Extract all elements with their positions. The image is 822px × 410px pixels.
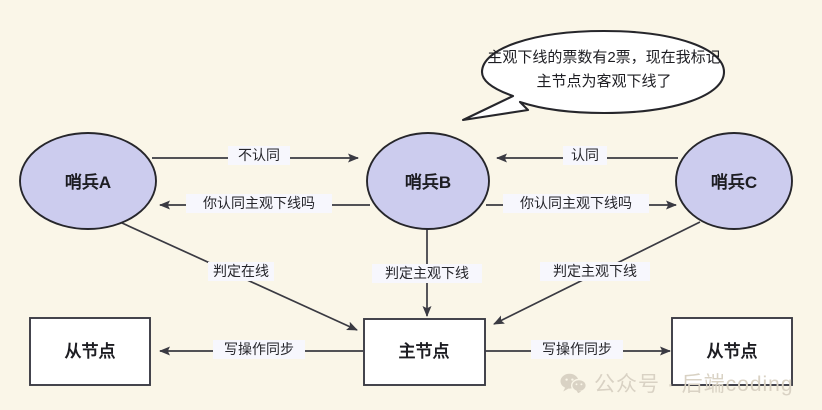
edge-label-c-to-master: 判定主观下线 bbox=[553, 263, 637, 279]
node-label-master: 主节点 bbox=[399, 341, 450, 361]
edge-b-to-c: 你认同主观下线吗 bbox=[486, 194, 677, 213]
node-sentinel-a[interactable]: 哨兵A bbox=[19, 132, 157, 230]
node-replica-right[interactable]: 从节点 bbox=[671, 317, 793, 386]
edge-master-to-replica-right: 写操作同步 bbox=[485, 340, 671, 359]
edge-label-b-to-master: 判定主观下线 bbox=[385, 265, 469, 281]
node-sentinel-b[interactable]: 哨兵B bbox=[366, 132, 490, 230]
edge-label-halo bbox=[213, 340, 305, 359]
node-label-sentinel-a: 哨兵A bbox=[65, 172, 111, 192]
edge-c-to-b: 认同 bbox=[496, 146, 678, 165]
node-label-sentinel-c: 哨兵C bbox=[711, 172, 757, 192]
edge-label-halo bbox=[503, 194, 649, 213]
node-label-sentinel-b: 哨兵B bbox=[405, 172, 451, 192]
edge-label-master-to-replica-left: 写操作同步 bbox=[224, 341, 294, 357]
node-label-replica-left: 从节点 bbox=[65, 341, 116, 361]
speech-bubble-line-1: 主观下线的票数有2票，现在我标记 bbox=[487, 49, 720, 66]
node-label-replica-right: 从节点 bbox=[707, 341, 758, 361]
edge-a-to-master: 判定在线 bbox=[121, 222, 358, 331]
node-master[interactable]: 主节点 bbox=[363, 318, 486, 386]
edge-label-halo bbox=[563, 146, 607, 165]
edge-master-to-replica-left: 写操作同步 bbox=[159, 340, 363, 359]
edge-a-to-b: 不认同 bbox=[152, 146, 359, 165]
speech-bubble: 主观下线的票数有2票，现在我标记 主节点为客观下线了 bbox=[461, 29, 726, 122]
edge-label-c-to-b: 认同 bbox=[571, 147, 599, 163]
edge-label-b-to-c: 你认同主观下线吗 bbox=[520, 195, 632, 211]
edge-label-halo bbox=[540, 262, 650, 281]
edge-label-halo bbox=[208, 262, 274, 281]
edge-label-a-to-master: 判定在线 bbox=[213, 263, 269, 279]
edge-label-halo bbox=[186, 194, 332, 213]
edge-label-halo bbox=[531, 340, 623, 359]
edge-label-b-to-a: 你认同主观下线吗 bbox=[203, 195, 315, 211]
edge-label-a-to-b: 不认同 bbox=[238, 147, 280, 163]
edge-b-to-a: 你认同主观下线吗 bbox=[159, 194, 370, 213]
edge-label-halo bbox=[228, 146, 290, 165]
node-replica-left[interactable]: 从节点 bbox=[29, 317, 151, 386]
node-sentinel-c[interactable]: 哨兵C bbox=[675, 132, 793, 230]
speech-bubble-line-2: 主节点为客观下线了 bbox=[536, 73, 671, 90]
edge-c-to-master: 判定主观下线 bbox=[493, 221, 701, 325]
edge-label-halo bbox=[372, 264, 482, 283]
edge-label-master-to-replica-right: 写操作同步 bbox=[542, 341, 612, 357]
edge-b-to-master: 判定主观下线 bbox=[372, 227, 482, 317]
